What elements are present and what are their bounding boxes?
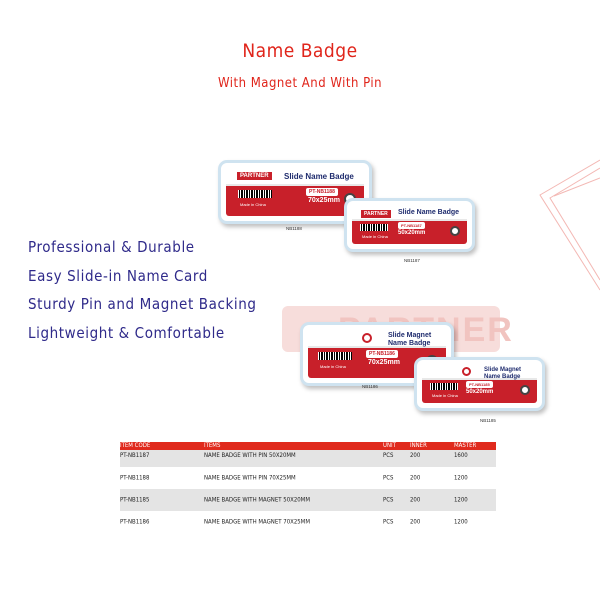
table-cell: PCS xyxy=(383,452,394,459)
badge-image-nb1188: PARTNER Slide Name Badge PT-NB1188 70x25… xyxy=(218,160,372,224)
badge-size: 50x20mm xyxy=(398,230,426,236)
badge-size: 70x25mm xyxy=(368,359,400,366)
page-subtitle: With Magnet And With Pin xyxy=(217,76,383,91)
table-cell: 1600 xyxy=(454,452,468,459)
badge-code: PT-NB1185 xyxy=(466,381,493,388)
barcode-icon xyxy=(318,352,352,360)
table-cell: 1200 xyxy=(454,518,468,526)
badge-size: 70x25mm xyxy=(308,197,340,204)
person-icon xyxy=(362,333,372,343)
badge-made-in: Made in China xyxy=(320,364,346,369)
table-cell: PT-NB1188 xyxy=(120,474,150,482)
table-cell: NAME BADGE WITH MAGNET 50X20MM xyxy=(204,496,311,504)
badge-caption: NB1188 xyxy=(286,226,302,231)
table-cell: PT-NB1185 xyxy=(120,496,150,504)
decorative-lines xyxy=(539,159,600,291)
table-cell: 200 xyxy=(410,474,421,482)
table-header-row: ITEM CODE ITEMS UNIT INNER MASTER xyxy=(120,442,496,450)
badge-name: Slide Name Badge xyxy=(398,209,460,216)
table-cell: PT-NB1187 xyxy=(120,452,150,459)
table-cell: NAME BADGE WITH PIN 50X20MM xyxy=(204,452,296,459)
brand-logo: PARTNER xyxy=(360,209,392,219)
person-icon xyxy=(462,367,471,376)
badge-caption: NB1185 xyxy=(480,418,496,423)
badge-name: Slide Name Badge xyxy=(284,172,354,181)
badge-name: Slide Magnet Name Badge xyxy=(388,332,432,347)
table-cell: 200 xyxy=(410,452,421,459)
table-cell: NAME BADGE WITH MAGNET 70X25MM xyxy=(204,518,311,526)
table-cell: NAME BADGE WITH PIN 70X25MM xyxy=(204,474,296,482)
feature-item: Easy Slide-in Name Card xyxy=(28,266,208,285)
table-row: PT-NB1185 NAME BADGE WITH MAGNET 50X20MM… xyxy=(120,489,496,511)
table-header-cell: INNER xyxy=(410,442,427,449)
barcode-icon xyxy=(430,383,458,390)
table-header-cell: UNIT xyxy=(383,442,396,449)
feature-list: Professional & Durable Easy Slide-in Nam… xyxy=(28,238,257,352)
table-row: PT-NB1186 NAME BADGE WITH MAGNET 70X25MM… xyxy=(120,511,496,533)
recycle-icon xyxy=(520,385,530,395)
badge-caption: NB1187 xyxy=(404,258,420,263)
table-cell: PCS xyxy=(383,496,394,504)
badge-code: PT-NB1187 xyxy=(398,222,425,229)
feature-item: Sturdy Pin and Magnet Backing xyxy=(28,295,257,313)
badge-name: Slide Magnet Name Badge xyxy=(484,367,522,380)
table-cell: 1200 xyxy=(454,474,468,482)
badge-image-nb1185: Slide Magnet Name Badge PT-NB1185 50x20m… xyxy=(414,357,545,411)
badge-made-in: Made in China xyxy=(240,202,266,207)
table-cell: 200 xyxy=(410,496,421,504)
barcode-icon xyxy=(360,224,388,231)
table-row: PT-NB1188 NAME BADGE WITH PIN 70X25MM PC… xyxy=(120,467,496,489)
page-title: Name Badge xyxy=(242,40,358,62)
table-row: PT-NB1187 NAME BADGE WITH PIN 50X20MM PC… xyxy=(120,450,496,467)
badge-made-in: Made in China xyxy=(362,234,388,239)
table-cell: PT-NB1186 xyxy=(120,518,150,526)
badge-size: 50x20mm xyxy=(466,389,494,395)
badge-code: PT-NB1188 xyxy=(306,188,338,196)
table-header-cell: MASTER xyxy=(454,442,477,449)
product-table: ITEM CODE ITEMS UNIT INNER MASTER PT-NB1… xyxy=(120,442,496,533)
table-header-cell: ITEMS xyxy=(204,442,221,449)
badge-code: PT-NB1186 xyxy=(366,350,398,358)
badge-made-in: Made in China xyxy=(432,393,458,398)
barcode-icon xyxy=(238,190,272,198)
badge-image-nb1187: PARTNER Slide Name Badge PT-NB1187 50x20… xyxy=(344,198,475,252)
table-cell: 200 xyxy=(410,518,421,526)
table-header-cell: ITEM CODE xyxy=(120,442,151,449)
feature-item: Lightweight & Comfortable xyxy=(28,323,225,342)
recycle-icon xyxy=(450,226,460,236)
table-cell: 1200 xyxy=(454,496,468,504)
table-cell: PCS xyxy=(383,474,394,482)
brand-logo: PARTNER xyxy=(236,171,273,181)
table-cell: PCS xyxy=(383,518,394,526)
badge-caption: NB1186 xyxy=(362,384,378,389)
feature-item: Professional & Durable xyxy=(28,238,195,256)
